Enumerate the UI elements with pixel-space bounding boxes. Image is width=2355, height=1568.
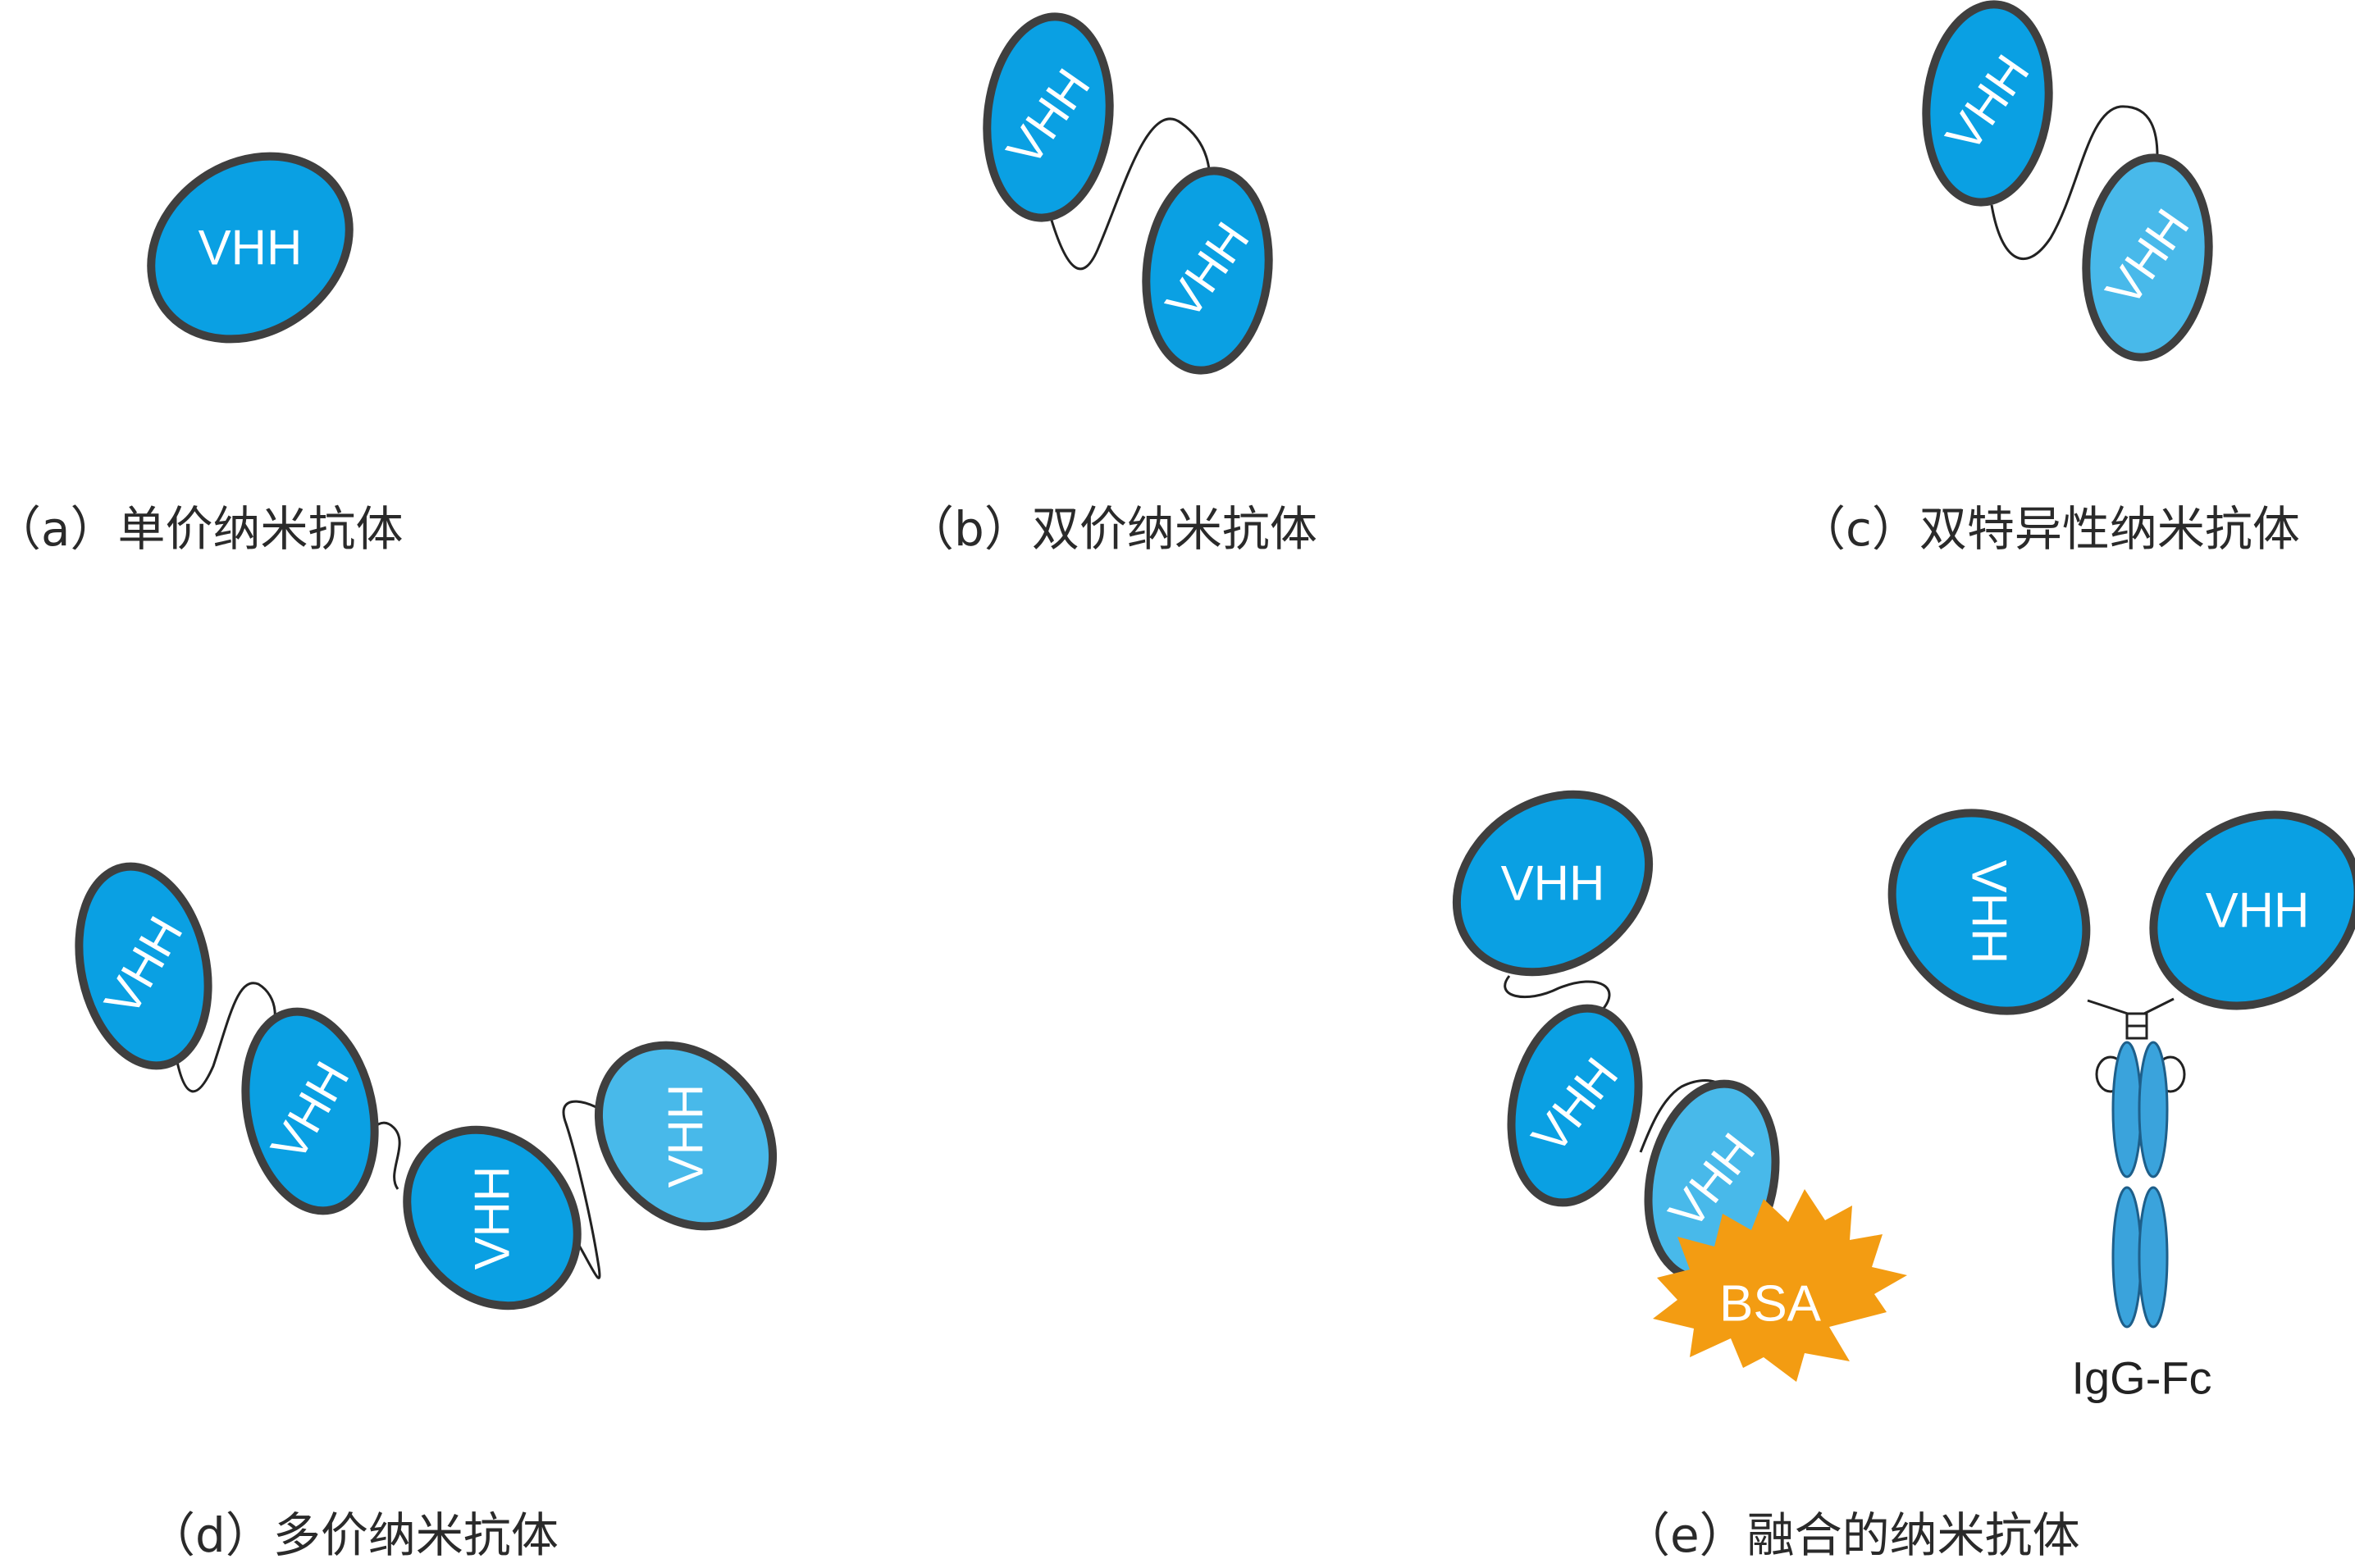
fc-domain [2138, 1041, 2169, 1178]
fc-domain [2111, 1186, 2143, 1329]
vhh-domain [983, 12, 1114, 222]
vhh-domain [241, 1007, 379, 1215]
vhh-label: VHH [199, 221, 303, 276]
fc-domain [2138, 1186, 2169, 1329]
vhh-domain [147, 152, 354, 344]
vhh-label: VHH [659, 1084, 714, 1188]
caption-a: （a）单价纳米抗体 [0, 501, 404, 557]
fc-domain [2111, 1041, 2143, 1178]
hinge [2087, 999, 2134, 1017]
vhh-domain [75, 862, 212, 1070]
panel-c: VHH VHH （c）双特异性纳米抗体 [1798, 0, 2300, 557]
caption-b: （b）双价纳米抗体 [906, 501, 1317, 557]
vhh-domain [403, 1125, 582, 1310]
caption-c: （c）双特异性纳米抗体 [1798, 501, 2300, 557]
panel-b: VHH VHH （b）双价纳米抗体 [906, 12, 1317, 557]
vhh-domain-alt [594, 1041, 778, 1231]
vhh-domain [2149, 810, 2355, 1010]
linker [1048, 117, 1212, 271]
vhh-label: VHH [1501, 856, 1605, 911]
vhh-label: VHH [465, 1166, 520, 1270]
linker [175, 982, 276, 1093]
vhh-domain [1922, 0, 2053, 207]
vhh-domain [1887, 809, 2091, 1015]
bsa-label: BSA [1719, 1276, 1822, 1333]
caption-e: （e）融合的纳米抗体 [1622, 1507, 2080, 1563]
vhh-domain [1452, 790, 1654, 977]
vhh-domain [1142, 166, 1273, 375]
vhh-domain [1507, 1004, 1643, 1207]
panel-e: VHH VHH VHH BSA VHH VHH IgG-Fc （e）融合的纳米抗… [1452, 790, 2355, 1563]
vhh-label: VHH [1962, 860, 2017, 964]
linker [562, 1100, 616, 1279]
panel-d: VHH VHH VHH VHH （d）多价纳米抗体 [75, 862, 778, 1563]
bsa-starburst [1653, 1189, 1907, 1382]
vhh-label: VHH [2206, 883, 2310, 938]
linker [1990, 105, 2159, 261]
panel-a: VHH （a）单价纳米抗体 [0, 152, 404, 557]
caption-d: （d）多价纳米抗体 [148, 1507, 559, 1563]
vhh-domain-alt [2082, 153, 2213, 362]
fc-label: IgG-Fc [2071, 1352, 2211, 1404]
linker [1639, 1079, 1724, 1153]
